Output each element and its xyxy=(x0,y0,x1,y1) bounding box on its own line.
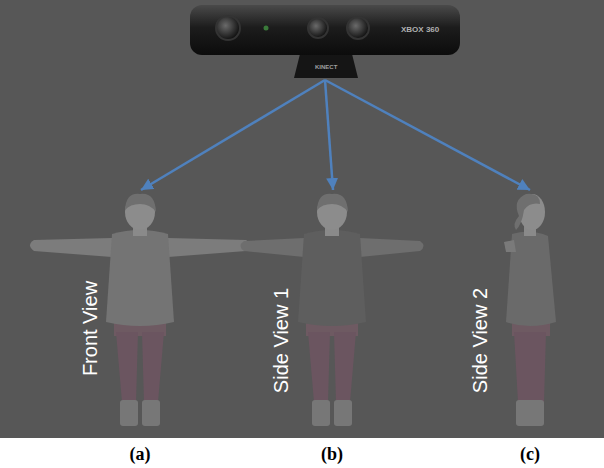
view-figure: Side View 2 xyxy=(462,190,598,430)
figure-arm xyxy=(241,238,305,257)
figure-head xyxy=(317,194,347,230)
figure-front xyxy=(30,194,250,426)
figure-hair xyxy=(515,194,540,230)
figure-boot xyxy=(120,400,138,426)
figure-side-2 xyxy=(504,194,556,426)
device-brand: XBOX 360 xyxy=(401,25,439,34)
sensor-body xyxy=(190,5,460,55)
sensor-base xyxy=(294,54,358,78)
figure-jacket xyxy=(106,230,174,326)
view-label: Side View 2 xyxy=(469,287,492,392)
figure-side-1 xyxy=(241,194,424,426)
view-arrow xyxy=(325,80,333,190)
panel-letter: (c) xyxy=(520,444,540,465)
figure-boot xyxy=(312,400,330,426)
view-arrow xyxy=(325,80,530,190)
figure-boot xyxy=(516,400,544,426)
background-panel xyxy=(0,0,604,438)
figure-arm xyxy=(168,238,250,257)
figure-jacket xyxy=(298,230,366,326)
view-label: Front View xyxy=(79,280,102,375)
device-name: KINECT xyxy=(315,64,337,71)
sensor-led xyxy=(264,26,269,31)
figure-hair xyxy=(317,194,348,212)
view-label: Side View 1 xyxy=(270,287,293,392)
figure-arm xyxy=(504,240,516,252)
sensor-lens xyxy=(216,16,240,40)
view-figure: Front View xyxy=(30,190,252,430)
view-figure: Side View 1 xyxy=(236,190,430,430)
figure-head xyxy=(125,194,155,230)
figure-leg xyxy=(334,332,356,402)
figure-leg xyxy=(514,332,546,402)
figure-leg xyxy=(142,332,164,402)
panel-letter: (b) xyxy=(321,444,343,465)
figure-arm xyxy=(360,238,424,257)
figure-leg xyxy=(116,332,138,402)
figure-boot xyxy=(142,400,160,426)
panel-letter: (a) xyxy=(130,444,151,465)
sensor-device: XBOX 360KINECT xyxy=(190,4,460,80)
sensor-lens xyxy=(308,18,328,38)
sensor-lens xyxy=(347,17,369,39)
figure-leg xyxy=(308,332,330,402)
figure-hair xyxy=(125,194,156,212)
figure-arm xyxy=(30,238,112,257)
kinect-sensor xyxy=(190,5,460,78)
figure-boot xyxy=(334,400,352,426)
view-arrow xyxy=(141,80,325,190)
